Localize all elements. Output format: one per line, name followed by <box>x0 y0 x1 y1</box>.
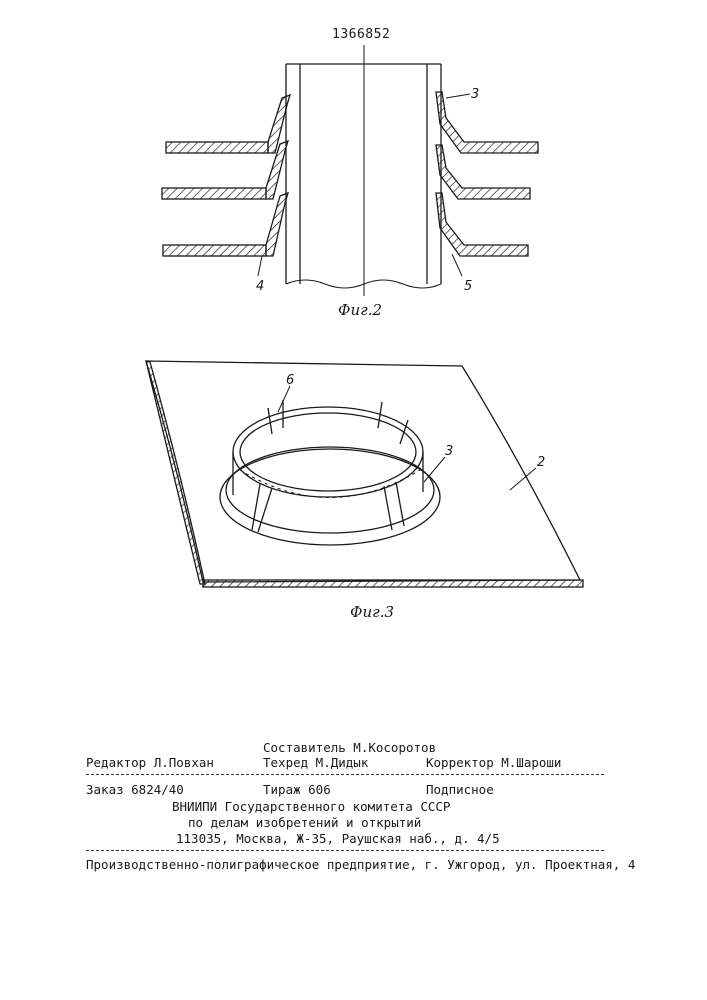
right-plate-3 <box>436 193 528 256</box>
left-plate-3 <box>163 193 288 256</box>
figure-3: 6 3 2 Фиг.3 <box>146 361 583 621</box>
leader-5 <box>452 254 462 276</box>
techred-line: Техред М.Дидык <box>263 755 368 770</box>
org-line-2: по делам изобретений и открытий <box>188 815 421 830</box>
leader-3 <box>446 94 470 98</box>
editor-line: Редактор Л.Повхан <box>86 755 214 770</box>
fig2-label-5: 5 <box>464 279 472 294</box>
fig3-caption: Фиг.3 <box>350 603 394 621</box>
compiler-line: Составитель М.Косоротов <box>263 740 436 755</box>
printer-line: Производственно-полиграфическое предприя… <box>86 857 635 872</box>
fig2-label-3: 3 <box>471 87 479 102</box>
fig2-label-4: 4 <box>256 279 264 294</box>
corrector-line: Корректор М.Шароши <box>426 755 561 770</box>
divider-1 <box>86 774 604 775</box>
subscription-line: Подписное <box>426 782 494 797</box>
figure-2: 3 4 5 Фиг.2 <box>162 45 538 319</box>
circulation-line: Тираж 606 <box>263 782 331 797</box>
order-line: Заказ 6824/40 <box>86 782 184 797</box>
org-line-3: 113035, Москва, Ж-35, Раушская наб., д. … <box>176 831 500 846</box>
fig3-label-3: 3 <box>445 444 453 459</box>
sheet-outline <box>146 361 580 582</box>
left-plate-1 <box>166 95 290 153</box>
sheet-bottom-edge <box>203 580 583 587</box>
leader-4 <box>258 256 262 276</box>
fig3-label-6: 6 <box>286 373 294 388</box>
right-plate-1 <box>436 92 538 153</box>
fig3-label-2: 2 <box>537 455 545 470</box>
divider-2 <box>86 850 604 851</box>
fig2-caption: Фиг.2 <box>338 301 382 319</box>
org-line-1: ВНИИПИ Государственного комитета СССР <box>172 799 450 814</box>
